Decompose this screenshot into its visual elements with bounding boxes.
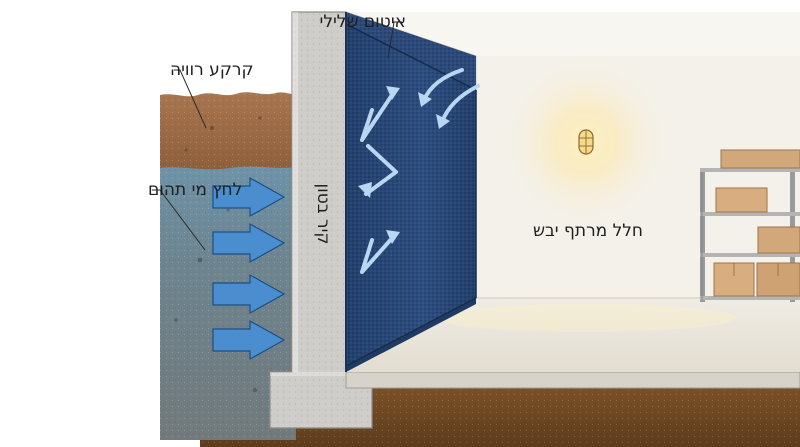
pressure-arrow-icon — [212, 176, 286, 218]
label-negative-waterproofing: איטום שלילי — [320, 12, 406, 32]
room-ceiling — [346, 12, 800, 56]
waterproofing-membrane — [345, 12, 477, 372]
deflection-arrowheads — [358, 86, 450, 244]
leader-line-saturated-soil — [174, 69, 207, 129]
room-floor — [346, 298, 800, 372]
membrane-floor-strip — [346, 298, 476, 372]
leader-lines — [152, 21, 402, 251]
pressure-arrow-icon — [212, 222, 286, 264]
pressure-arrow-icon — [212, 319, 286, 361]
deflect-arrow-icon — [364, 144, 398, 196]
label-concrete-wall: קיר בטון — [313, 184, 333, 245]
basement-room — [345, 11, 800, 372]
pressure-arrows — [212, 176, 286, 361]
deflect-arrow-icon — [360, 90, 396, 142]
leader-line-waterproofing — [387, 21, 402, 59]
cardboard-box-icon — [713, 149, 800, 297]
deflect-arrow-icon — [360, 234, 396, 274]
label-groundwater-pressure: לחץ מי תהום — [148, 180, 242, 200]
label-saturated-soil: קרקע רוויה — [170, 60, 254, 80]
label-dry-basement: חלל מרתף יבש — [533, 221, 643, 241]
wall-lamp-icon — [578, 129, 594, 155]
leader-line-groundwater — [152, 189, 206, 251]
floor-slab-edge — [345, 371, 800, 389]
pressure-arrow-icon — [212, 273, 286, 315]
